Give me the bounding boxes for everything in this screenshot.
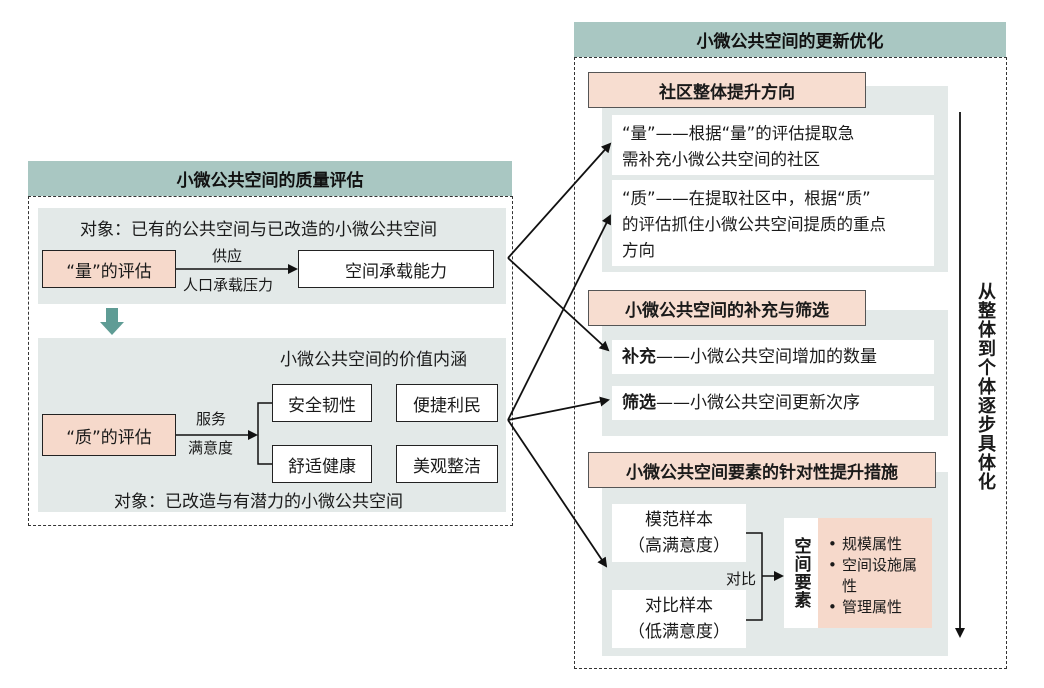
bottom-object-text: 对象：已改造与有潜力的小微公共空间 bbox=[114, 492, 403, 512]
value-appearance: 美观整洁 bbox=[396, 445, 498, 483]
screening-keyword: 筛选 bbox=[622, 393, 656, 413]
quantity-eval-box: “量”的评估 bbox=[42, 250, 176, 288]
section3-title: 小微公共空间要素的针对性提升措施 bbox=[588, 452, 936, 488]
capacity-box: 空间承载能力 bbox=[298, 250, 494, 288]
compare-label: 对比 bbox=[726, 570, 757, 588]
sample-high-box: 模范样本 （高满意度） bbox=[612, 504, 746, 562]
section1-title: 社区整体提升方向 bbox=[588, 72, 866, 108]
section1-item-quality: “质”——在提取社区中，根据“质” 的评估抓住小微公共空间提质的重点 方向 bbox=[612, 180, 934, 266]
quality-eval-box: “质”的评估 bbox=[42, 414, 176, 456]
left-title: 小微公共空间的质量评估 bbox=[28, 161, 512, 196]
section1-item1-line2: 需补充小微公共空间的社区 bbox=[622, 150, 820, 169]
value-convenience: 便捷利民 bbox=[396, 384, 498, 422]
service-label: 服务 bbox=[196, 410, 227, 428]
satisfaction-label: 满意度 bbox=[188, 439, 234, 457]
section2-title: 小微公共空间的补充与筛选 bbox=[588, 290, 866, 326]
supplement-text: ——小微公共空间增加的数量 bbox=[656, 347, 877, 367]
attribute-management: 管理属性 bbox=[828, 597, 928, 618]
space-element-box: 空间要素 bbox=[784, 518, 818, 628]
value-comfort: 舒适健康 bbox=[272, 445, 372, 483]
right-container bbox=[574, 57, 1007, 669]
sample-low-name: 对比样本 bbox=[645, 596, 713, 616]
sample-low-box: 对比样本 （低满意度） bbox=[612, 590, 746, 648]
supply-label: 供应 bbox=[212, 247, 243, 265]
down-arrow-icon bbox=[100, 308, 124, 336]
section2-item-screening: 筛选——小微公共空间更新次序 bbox=[612, 386, 934, 420]
value-title: 小微公共空间的价值内涵 bbox=[280, 350, 467, 370]
section1-item-quantity: “量”——根据“量”的评估提取急 需补充小微公共空间的社区 bbox=[612, 115, 934, 175]
right-title: 小微公共空间的更新优化 bbox=[574, 22, 1006, 57]
top-object-text: 对象：已有的公共空间与已改造的小微公共空间 bbox=[80, 220, 437, 240]
attributes-box: 规模属性 空间设施属性 管理属性 bbox=[818, 518, 932, 628]
section2-item-supplement: 补充——小微公共空间增加的数量 bbox=[612, 340, 934, 374]
sample-low-note: （低满意度） bbox=[628, 622, 730, 642]
population-pressure-label: 人口承载压力 bbox=[183, 276, 274, 294]
section1-item2-line3: 方向 bbox=[622, 241, 655, 260]
supplement-keyword: 补充 bbox=[622, 347, 656, 367]
section1-item2-line1: “质”——在提取社区中，根据“质” bbox=[622, 189, 871, 208]
screening-text: ——小微公共空间更新次序 bbox=[656, 393, 860, 413]
value-safety: 安全韧性 bbox=[272, 384, 372, 422]
sample-high-name: 模范样本 bbox=[645, 510, 713, 530]
section1-item2-line2: 的评估抓住小微公共空间提质的重点 bbox=[622, 215, 886, 234]
attribute-scale: 规模属性 bbox=[828, 534, 928, 555]
sample-high-note: （高满意度） bbox=[628, 536, 730, 556]
attribute-facility: 空间设施属性 bbox=[828, 555, 924, 597]
left-container bbox=[28, 196, 513, 526]
section1-item1-line1: “量”——根据“量”的评估提取急 bbox=[622, 124, 855, 143]
side-vertical-text: 从整体到个体逐步具体化 bbox=[975, 282, 996, 491]
